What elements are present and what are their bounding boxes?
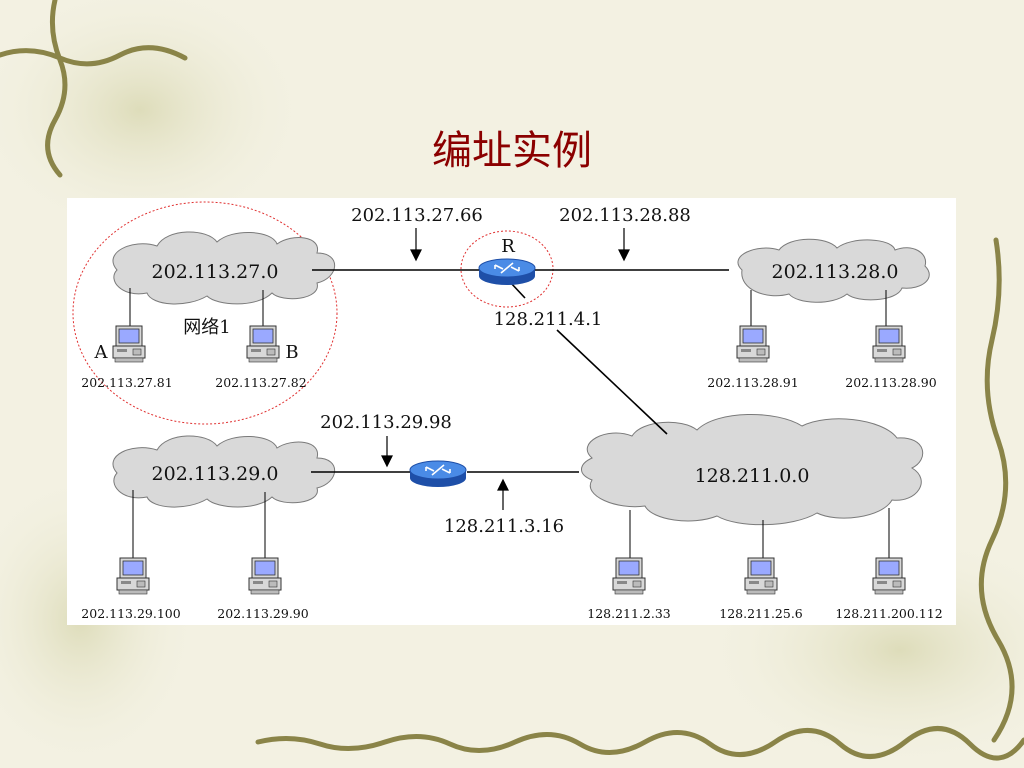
iface-label-r2-right: 128.211.3.16 bbox=[444, 516, 564, 537]
computer-b bbox=[246, 325, 280, 363]
router-r-outline bbox=[460, 230, 554, 308]
host-ip-a: 202.113.27.81 bbox=[81, 375, 172, 390]
iface-label-r1-left: 202.113.27.66 bbox=[351, 205, 483, 226]
network-diagram: 202.113.27.0 202.113.28.0 202.113.29.0 1… bbox=[67, 198, 956, 625]
computer-128-25-6 bbox=[744, 557, 778, 595]
computer-128-200-112 bbox=[872, 557, 906, 595]
host-drops bbox=[129, 288, 890, 563]
cloud-label-29: 202.113.29.0 bbox=[152, 463, 279, 485]
arrows bbox=[381, 228, 630, 510]
vine-top-left bbox=[0, 0, 188, 178]
network1-label: 网络1 bbox=[183, 317, 230, 338]
vine-bottom bbox=[255, 726, 1024, 761]
computer-29-100 bbox=[116, 557, 150, 595]
computer-28-90 bbox=[872, 325, 906, 363]
cloud-label-27: 202.113.27.0 bbox=[152, 261, 279, 283]
router-r bbox=[478, 258, 536, 286]
computer-a bbox=[112, 325, 146, 363]
host-b-label: B bbox=[285, 342, 298, 363]
host-ip-29-100: 202.113.29.100 bbox=[81, 606, 180, 621]
host-ip-128-25-6: 128.211.25.6 bbox=[719, 606, 803, 621]
host-ip-128-2-33: 128.211.2.33 bbox=[587, 606, 671, 621]
iface-label-r1-right: 202.113.28.88 bbox=[559, 205, 691, 226]
host-ip-b: 202.113.27.82 bbox=[215, 375, 306, 390]
computer-28-91 bbox=[736, 325, 770, 363]
cloud-202-113-27 bbox=[112, 231, 336, 305]
network1-outline bbox=[72, 201, 338, 425]
host-ip-28-91: 202.113.28.91 bbox=[707, 375, 798, 390]
cloud-label-28: 202.113.28.0 bbox=[772, 261, 899, 283]
cloud-128-211 bbox=[581, 413, 924, 526]
links bbox=[311, 269, 729, 473]
cloud-label-128: 128.211.0.0 bbox=[695, 465, 810, 487]
router-label: R bbox=[501, 236, 515, 257]
iface-label-r1-down: 128.211.4.1 bbox=[494, 309, 603, 330]
host-a-label: A bbox=[94, 342, 109, 363]
host-ip-28-90: 202.113.28.90 bbox=[845, 375, 936, 390]
host-ip-128-200-112: 128.211.200.112 bbox=[835, 606, 942, 621]
vine-right bbox=[978, 237, 1015, 743]
cloud-202-113-29 bbox=[112, 435, 336, 508]
computer-128-2-33 bbox=[612, 557, 646, 595]
slide-title: 编址实例 bbox=[432, 128, 592, 174]
router-2 bbox=[409, 460, 467, 488]
cloud-202-113-28 bbox=[737, 238, 930, 303]
iface-label-r2-left: 202.113.29.98 bbox=[320, 412, 452, 433]
computer-29-90 bbox=[248, 557, 282, 595]
host-ip-29-90: 202.113.29.90 bbox=[217, 606, 308, 621]
